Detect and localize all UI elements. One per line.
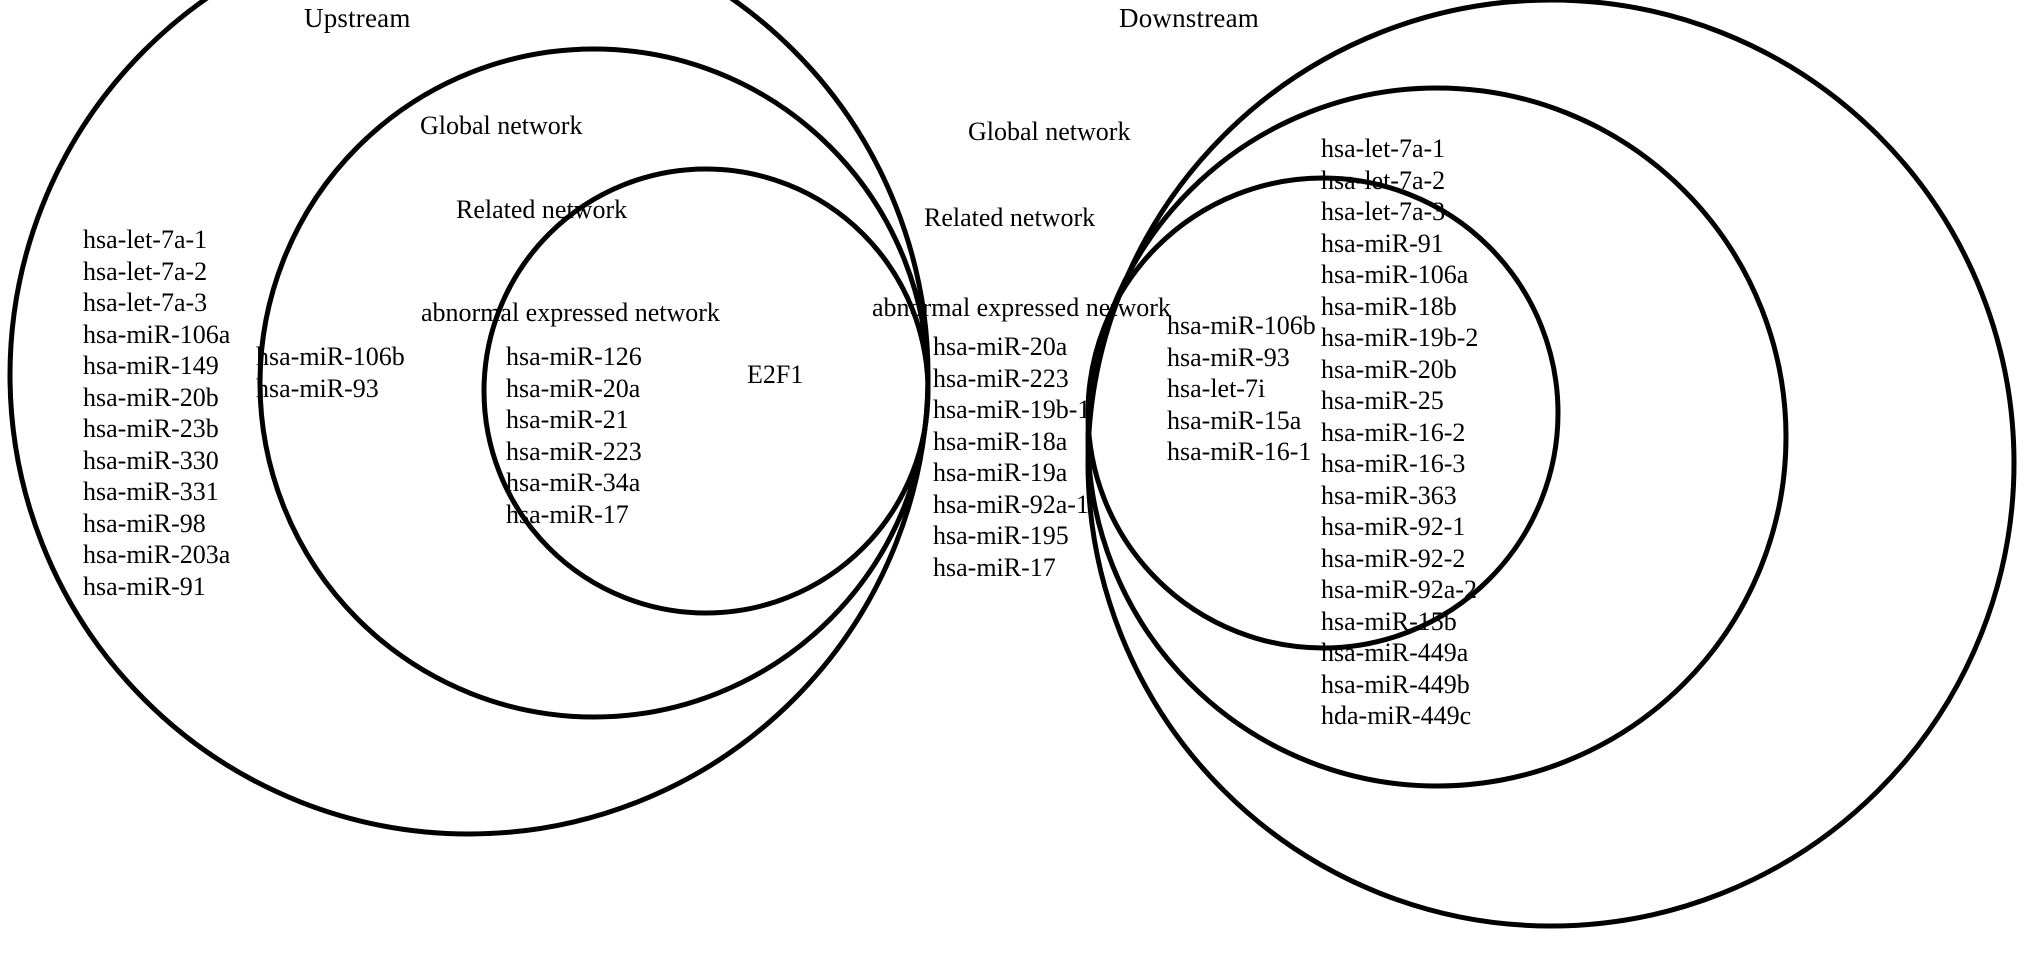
- center-node-e2f1-label: E2F1: [747, 360, 804, 389]
- mirna-item: hsa-miR-20a: [506, 373, 641, 403]
- mirna-item: hsa-miR-92-1: [1321, 512, 1466, 541]
- mirna-item: hsa-miR-106b: [1167, 311, 1316, 340]
- mirna-item: hsa-miR-126: [506, 342, 642, 371]
- mirna-item: hsa-miR-20b: [83, 382, 219, 412]
- mirna-item: hsa-miR-17: [506, 499, 629, 529]
- mirna-item: hsa-miR-449b: [1321, 669, 1470, 699]
- mirna-item: hsa-miR-18b: [1321, 291, 1457, 321]
- mirna-item: hda-miR-449c: [1321, 701, 1472, 730]
- mirna-item: hsa-miR-19b-1: [933, 395, 1091, 424]
- downstream-related-network-label: Related network: [924, 203, 1096, 232]
- upstream-global-network-label: Global network: [420, 111, 583, 140]
- mirna-item: hsa-miR-449a: [1321, 638, 1469, 667]
- mirna-item: hsa-miR-223: [506, 436, 642, 466]
- mirna-item: hsa-miR-93: [1167, 342, 1290, 372]
- mirna-item: hsa-miR-25: [1321, 386, 1444, 415]
- mirna-item: hsa-miR-363: [1321, 480, 1457, 510]
- mirna-item: hsa-miR-20a: [933, 332, 1068, 361]
- mirna-item: hsa-miR-91: [1321, 228, 1444, 258]
- mirna-item: hsa-miR-331: [83, 477, 219, 506]
- mirna-item: hsa-let-7a-3: [83, 288, 208, 317]
- upstream-section-title: Upstream: [304, 3, 411, 33]
- mirna-item: hsa-let-7a-2: [83, 256, 208, 286]
- mirna-item: hsa-miR-106a: [1321, 260, 1469, 289]
- mirna-item: hsa-miR-18a: [933, 426, 1068, 456]
- mirna-item: hsa-miR-93: [256, 373, 379, 403]
- mirna-item: hsa-miR-223: [933, 363, 1069, 393]
- mirna-item: hsa-let-7a-3: [1321, 197, 1446, 226]
- mirna-item: hsa-miR-16-3: [1321, 449, 1466, 478]
- mirna-item: hsa-miR-149: [83, 351, 219, 380]
- mirna-item: hsa-miR-195: [933, 521, 1069, 550]
- mirna-item: hsa-miR-16-1: [1167, 437, 1312, 466]
- mirna-item: hsa-miR-98: [83, 508, 206, 538]
- downstream-section-title: Downstream: [1119, 3, 1259, 33]
- mirna-item: hsa-miR-106b: [256, 342, 405, 371]
- mirna-item: hsa-miR-20b: [1321, 354, 1457, 384]
- mirna-item: hsa-miR-23b: [83, 414, 219, 443]
- downstream-related-circle: [1085, 175, 1561, 651]
- mirna-item: hsa-miR-21: [506, 405, 629, 434]
- mirna-item: hsa-miR-330: [83, 445, 219, 475]
- mirna-item: hsa-let-7i: [1167, 374, 1266, 403]
- mirna-item: hsa-let-7a-1: [1321, 134, 1446, 163]
- mirna-item: hsa-miR-91: [83, 571, 206, 601]
- upstream-related-circle: [481, 166, 931, 616]
- downstream-abnormal-network-label: abnormal expressed network: [872, 293, 1171, 322]
- mirna-item: hsa-miR-19b-2: [1321, 323, 1479, 352]
- mirna-item: hsa-miR-15a: [1167, 405, 1302, 435]
- mirna-item: hsa-miR-15b: [1321, 606, 1457, 636]
- upstream-abnormal-network-label: abnormal expressed network: [421, 298, 720, 327]
- mirna-item: hsa-miR-92-2: [1321, 543, 1466, 573]
- mirna-item: hsa-miR-19a: [933, 458, 1068, 487]
- upstream-related-network-label: Related network: [456, 195, 628, 224]
- mirna-item: hsa-miR-92a-2: [1321, 575, 1477, 604]
- mirna-item: hsa-miR-34a: [506, 468, 641, 497]
- mirna-item: hsa-miR-17: [933, 552, 1056, 582]
- mirna-item: hsa-let-7a-2: [1321, 165, 1446, 195]
- mirna-item: hsa-miR-203a: [83, 540, 231, 569]
- mirna-item: hsa-miR-92a-1: [933, 489, 1089, 519]
- mirna-item: hsa-miR-106a: [83, 319, 231, 349]
- mirna-item: hsa-let-7a-1: [83, 225, 208, 254]
- mirna-item: hsa-miR-16-2: [1321, 417, 1466, 447]
- downstream-global-network-label: Global network: [968, 117, 1131, 146]
